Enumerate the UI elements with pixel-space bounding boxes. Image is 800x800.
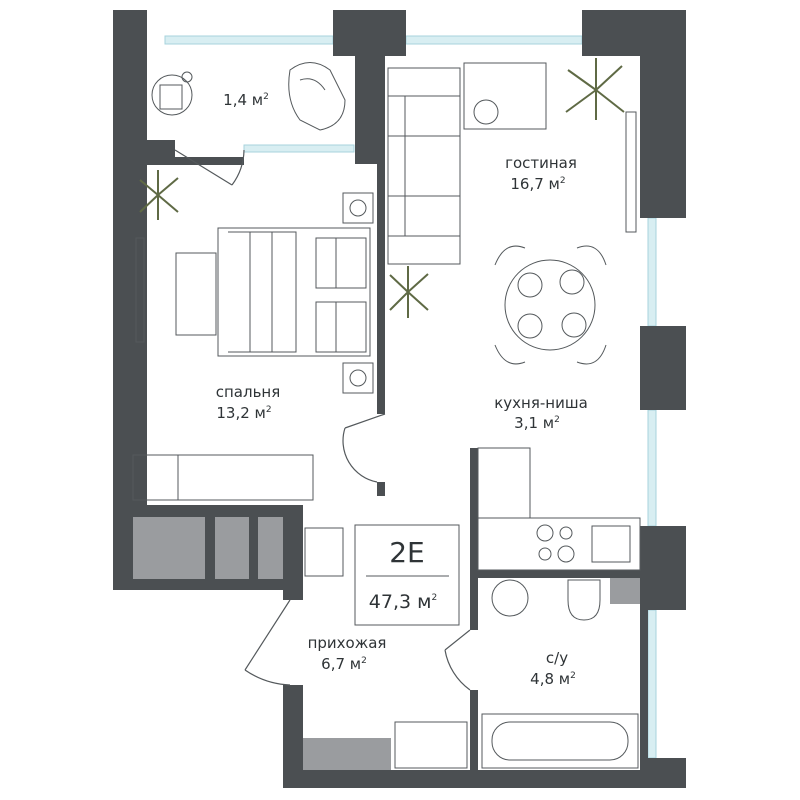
- unit-code: 2E: [389, 536, 425, 569]
- plant-icon: [565, 58, 625, 120]
- door-entrance: [244, 599, 291, 686]
- window-balcony-top: [164, 35, 334, 45]
- room-name-bedroom: спальня: [216, 383, 281, 401]
- storage-4: [303, 738, 391, 770]
- window-living-top: [405, 35, 583, 45]
- fridge: [477, 447, 531, 519]
- sofa: [387, 67, 461, 265]
- furniture: [132, 62, 641, 769]
- door-bedroom: [342, 413, 386, 483]
- room-labels: 1,4 м2 гостиная 16,7 м2 спальня 13,2 м2 …: [216, 91, 588, 688]
- washer: [491, 579, 529, 617]
- tv-stand: [625, 111, 637, 233]
- door-balcony: [174, 149, 245, 186]
- storage-blocks: [133, 517, 640, 770]
- plant-icon: [139, 170, 179, 220]
- stove-burner-4: [557, 545, 575, 563]
- plants: [139, 58, 625, 318]
- doors: [174, 149, 471, 691]
- unit-badge: 2E 47,3 м2: [354, 524, 460, 626]
- hall-rug: [304, 527, 344, 577]
- window-balcony-door: [243, 144, 355, 153]
- room-area-living: 16,7 м2: [510, 175, 565, 193]
- unit-total-area: 47,3 м2: [369, 591, 437, 613]
- stove-burner-2: [559, 526, 573, 540]
- window-east-1: [647, 217, 657, 327]
- bed: [217, 227, 371, 357]
- bathtub: [481, 713, 639, 769]
- room-area-kitchen: 3,1 м2: [514, 414, 560, 432]
- dining-set: [494, 245, 607, 365]
- kitchen-counter: [477, 517, 641, 571]
- storage-3: [258, 517, 283, 579]
- room-name-hall: прихожая: [308, 634, 387, 652]
- window-east-3: [647, 609, 657, 759]
- stove-burner-1: [536, 524, 554, 542]
- room-area-bedroom: 13,2 м2: [216, 404, 271, 422]
- room-area-bathroom: 4,8 м2: [530, 670, 576, 688]
- room-area-balcony: 1,4 м2: [223, 91, 269, 109]
- storage-2: [215, 517, 249, 579]
- bedroom-tv: [135, 237, 145, 343]
- walls: [113, 10, 686, 788]
- kitchen-sink: [591, 525, 631, 563]
- room-area-hall: 6,7 м2: [321, 655, 367, 673]
- balcony-chair: [151, 62, 346, 131]
- bedroom-wardrobe: [132, 454, 314, 501]
- storage-1: [133, 517, 205, 579]
- nightstand-top: [342, 192, 374, 224]
- plant-icon: [389, 266, 429, 318]
- door-bathroom: [444, 629, 471, 691]
- window-east-2: [647, 409, 657, 527]
- storage-5: [610, 578, 640, 604]
- room-name-living: гостиная: [505, 154, 577, 172]
- bedroom-rug: [175, 252, 217, 336]
- nightstand-bottom: [342, 362, 374, 394]
- stove-burner-3: [538, 547, 552, 561]
- room-name-kitchen: кухня-ниша: [494, 394, 588, 412]
- room-name-bathroom: с/у: [546, 649, 568, 667]
- coffee-table: [463, 62, 547, 130]
- toilet: [567, 579, 601, 621]
- hall-wardrobe: [394, 721, 468, 769]
